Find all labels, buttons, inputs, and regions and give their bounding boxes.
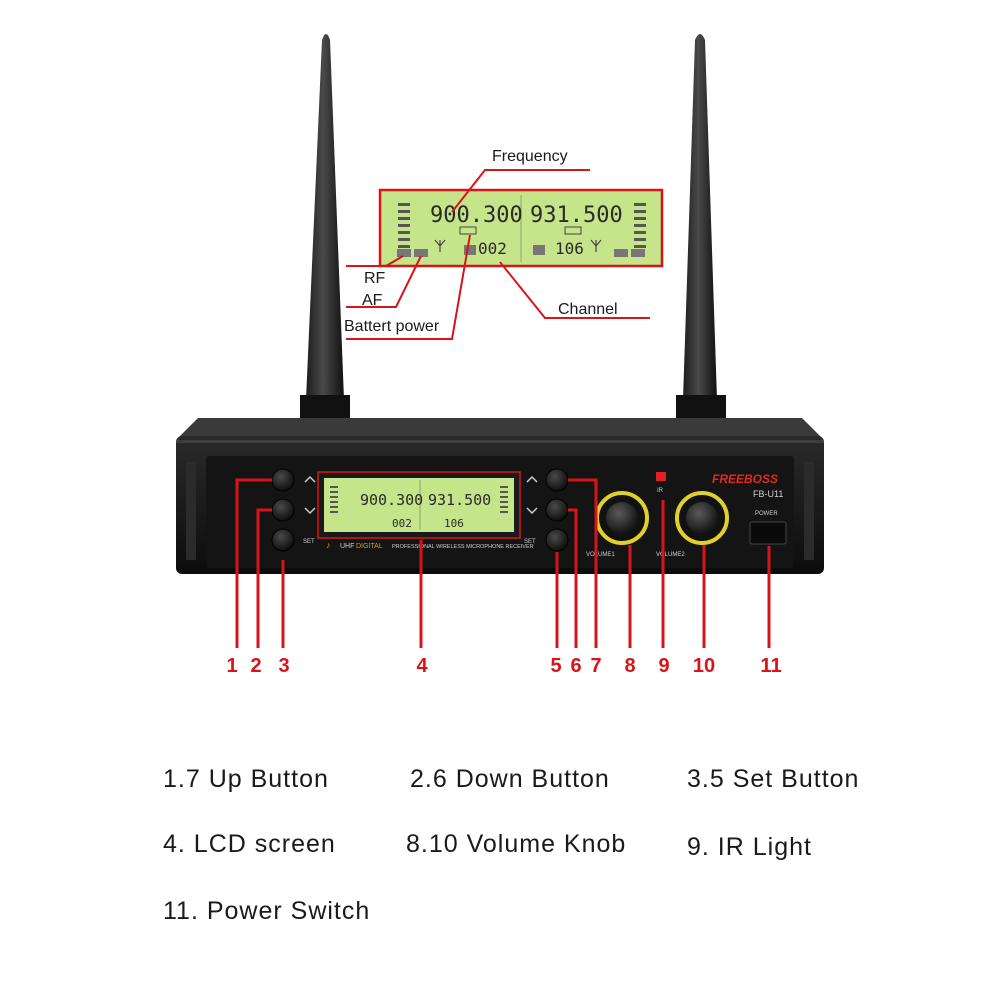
callout-lcd-battery-icon-b: [564, 226, 582, 235]
number-3: 3: [278, 655, 289, 677]
number-5: 5: [550, 655, 561, 677]
callout-lcd-rf-bars-left: [398, 203, 410, 248]
number-6: 6: [570, 655, 581, 677]
brand-logo: FREEBOSS: [712, 472, 778, 486]
strip-digital: DIGITAL: [356, 543, 383, 550]
strip-text: PROFESSIONAL WIRELESS MICROPHONE RECEIVE…: [392, 544, 534, 550]
volume2-label: VOLUME2: [656, 552, 685, 558]
volume-knob-2[interactable]: [675, 491, 729, 545]
callout-channel-label: Channel: [558, 301, 618, 318]
callout-lcd: 900.300 931.500 002 106: [378, 188, 664, 268]
device-lcd-channel-a: 002: [392, 517, 412, 530]
device-lcd-channel-b: 106: [444, 517, 464, 530]
number-leaders: [235, 478, 771, 648]
device-lcd-freq-b: 931.500: [428, 491, 491, 509]
audio-wave-icon: ♪: [326, 540, 331, 550]
set-label-left: SET: [303, 539, 315, 545]
callout-lcd-rf-bars-right: [634, 203, 646, 248]
device-lcd: 900.300 931.500 002 106: [317, 471, 521, 539]
right-antenna: [676, 34, 726, 437]
leader-channel: [499, 261, 650, 319]
number-9: 9: [658, 655, 669, 677]
leader-battery: [346, 234, 471, 340]
leader-6: [568, 508, 578, 648]
strip-uhf: UHF: [340, 543, 354, 550]
set-label-right: SET: [524, 539, 536, 545]
number-11: 11: [760, 655, 781, 677]
volume1-label: VOLUME1: [586, 552, 615, 558]
callout-frequency-label: Frequency: [492, 148, 568, 165]
leader-7: [568, 478, 598, 648]
legend-down-button: 2.6 Down Button: [410, 765, 610, 793]
number-4: 4: [416, 655, 428, 677]
leader-frequency: [451, 169, 590, 213]
legend-power-switch: 11. Power Switch: [163, 897, 371, 925]
set-button-right[interactable]: [545, 528, 569, 552]
power-switch[interactable]: [749, 521, 787, 545]
callout-leaders: [346, 169, 650, 340]
down-arrow-icon-left: [304, 507, 316, 515]
down-button-right[interactable]: [545, 498, 569, 522]
device-strip: ♪ UHF DIGITAL PROFESSIONAL WIRELESS MICR…: [326, 540, 534, 550]
callout-af-label: AF: [362, 292, 383, 309]
callout-lcd-freq-b: 931.500: [530, 203, 623, 228]
callout-lcd-antenna-icon-a: [434, 239, 446, 252]
callout-rf-label: RF: [364, 270, 386, 287]
device-lcd-freq-a: 900.300: [360, 491, 423, 509]
callout-lcd-antenna-icon-b: [590, 239, 602, 252]
legend-volume-knob: 8.10 Volume Knob: [406, 830, 627, 858]
up-arrow-icon-left: [304, 475, 316, 483]
callout-lcd-channel-b: 106: [555, 239, 584, 258]
callout-lcd-channel-a: 002: [478, 239, 507, 258]
number-7: 7: [590, 655, 601, 677]
model-label: FB-U11: [753, 489, 783, 499]
legend-set-button: 3.5 Set Button: [687, 765, 860, 793]
number-2: 2: [250, 655, 261, 677]
legend-ir-light: 9. IR Light: [687, 833, 812, 861]
leader-af: [346, 255, 422, 308]
left-antenna: [300, 34, 350, 437]
callout-lcd-freq-a: 900.300: [430, 203, 523, 228]
right-button-column: SET: [524, 468, 569, 552]
number-8: 8: [624, 655, 635, 677]
callout-battery-label: Battert power: [344, 318, 440, 335]
leader-2: [256, 508, 272, 648]
set-button-left[interactable]: [271, 528, 295, 552]
down-arrow-icon-right: [526, 507, 538, 515]
ir-label: IR: [657, 488, 664, 494]
down-button-left[interactable]: [271, 498, 295, 522]
up-button-right[interactable]: [545, 468, 569, 492]
leader-1: [235, 478, 272, 648]
legend-lcd-screen: 4. LCD screen: [163, 830, 336, 858]
number-1: 1: [226, 655, 237, 677]
power-label: POWER: [755, 511, 778, 517]
ir-light: [656, 472, 666, 481]
leader-rf: [346, 255, 404, 267]
legend-up-button: 1.7 Up Button: [163, 765, 329, 793]
volume-knob-1[interactable]: [595, 491, 649, 545]
callout-lcd-battery-icon-a: [459, 226, 477, 235]
up-arrow-icon-right: [526, 475, 538, 483]
up-button-left[interactable]: [271, 468, 295, 492]
number-10: 10: [693, 655, 715, 677]
